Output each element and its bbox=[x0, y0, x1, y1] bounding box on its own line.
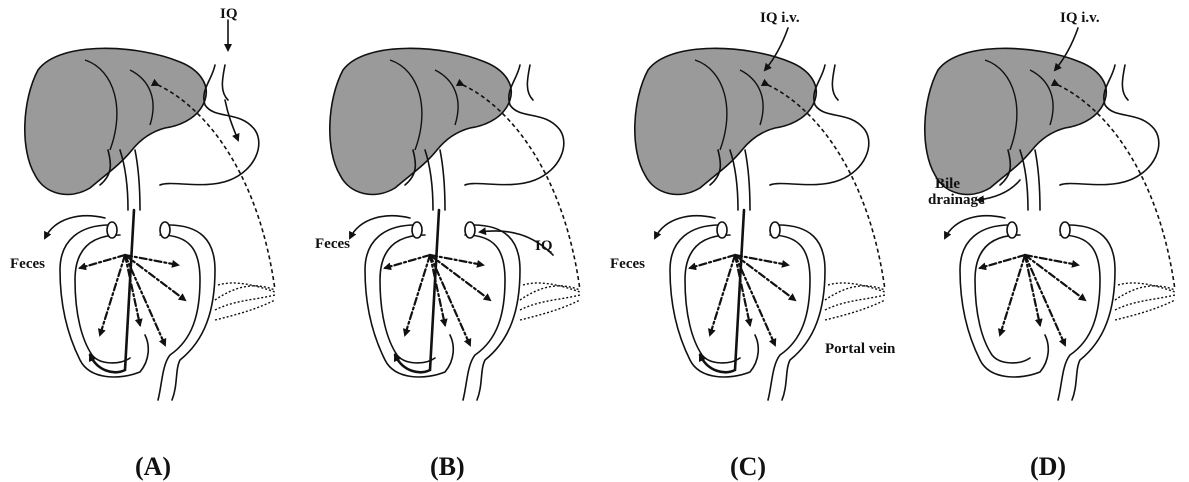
feces-label-b: Feces bbox=[315, 236, 350, 252]
feces-label-a: Feces bbox=[10, 256, 45, 272]
panel-caption-b: (B) bbox=[430, 452, 465, 481]
panel-a: IQ Feces (A) bbox=[10, 6, 275, 481]
portal-vein-label: Portal vein bbox=[825, 341, 896, 357]
iq-side-label-b: IQ bbox=[535, 238, 553, 254]
iq-label-d: IQ i.v. bbox=[1060, 10, 1100, 26]
panel-caption-a: (A) bbox=[135, 452, 171, 481]
bile-drainage-text: Bile bbox=[935, 176, 960, 192]
iq-label-a: IQ bbox=[220, 6, 238, 22]
feces-label-c: Feces bbox=[610, 256, 645, 272]
panel-b: Feces IQ (B) bbox=[315, 48, 580, 481]
iq-label-c: IQ i.v. bbox=[760, 10, 800, 26]
panel-d: IQ i.v. Bile drainage (D) bbox=[925, 10, 1175, 481]
panel-caption-d: (D) bbox=[1030, 452, 1066, 481]
panel-caption-c: (C) bbox=[730, 452, 766, 481]
panel-c: IQ i.v. Feces Portal vein (C) bbox=[610, 10, 896, 481]
bile-drainage-text-line2: drainage bbox=[928, 192, 985, 208]
